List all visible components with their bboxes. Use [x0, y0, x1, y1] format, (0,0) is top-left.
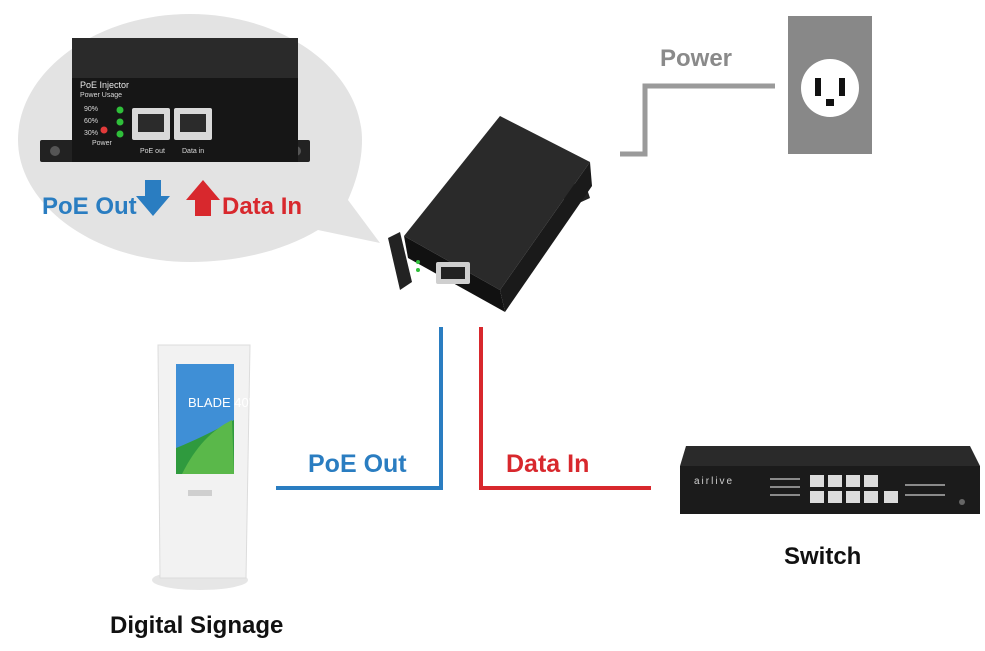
poe-out-label: PoE Out [308, 450, 407, 478]
data-in-line [479, 327, 651, 490]
power-outlet-icon [788, 16, 872, 154]
power-cable [620, 83, 775, 157]
digital-signage-kiosk [152, 344, 251, 590]
arrow-down-icon [136, 180, 170, 216]
port-out-label: PoE out [140, 148, 165, 155]
level-30: 30% [84, 130, 99, 137]
led-30 [116, 130, 124, 138]
led-power [100, 126, 108, 134]
bubble-poe-out-label: PoE Out [42, 193, 137, 220]
digital-signage-label: Digital Signage [110, 612, 284, 639]
arrow-up-icon [186, 180, 220, 216]
power-led-label: Power [92, 140, 112, 147]
led-60 [116, 118, 124, 126]
switch-brand: airlive [694, 476, 735, 487]
injector-closeup [40, 38, 310, 162]
power-label: Power [660, 45, 733, 72]
network-switch [680, 446, 980, 514]
level-90: 90% [84, 106, 99, 113]
led-90 [116, 106, 124, 114]
signage-screen-text: BLADE 40" [188, 395, 254, 410]
level-60: 60% [84, 118, 99, 125]
poe-out-line [276, 327, 443, 490]
bubble-title: PoE Injector [80, 80, 130, 90]
switch-label: Switch [784, 543, 862, 570]
poe-injector-device [388, 116, 592, 312]
data-in-label: Data In [506, 450, 590, 478]
bubble-data-in-label: Data In [222, 193, 303, 220]
port-in-label: Data in [182, 148, 205, 155]
bubble-subtitle: Power Usage [80, 92, 123, 99]
